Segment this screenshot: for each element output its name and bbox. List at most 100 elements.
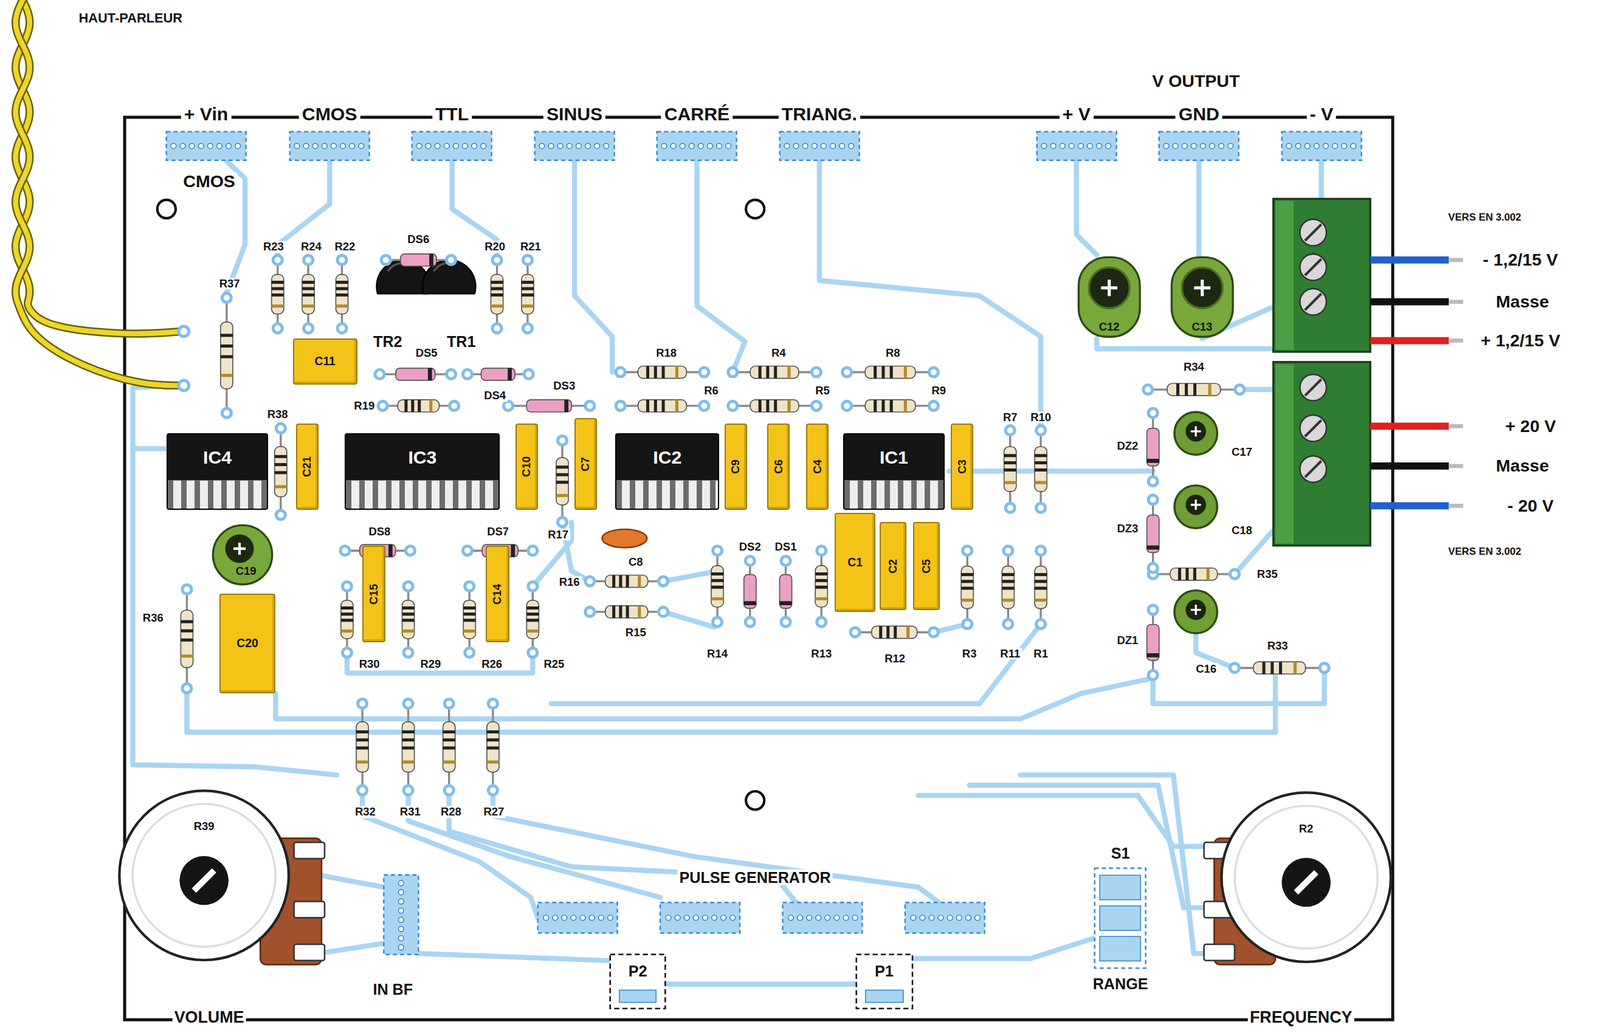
pad-hole	[471, 143, 478, 149]
solder-pad	[1005, 426, 1015, 436]
connector-name: + Vin	[181, 105, 232, 124]
pad-hole	[435, 143, 441, 149]
part-label: TR1	[444, 333, 478, 350]
color-band	[402, 612, 415, 616]
pad-hole	[349, 143, 356, 149]
electrolytic-capacitor	[1174, 590, 1218, 634]
solder-pad	[615, 401, 625, 411]
part-label: R20	[482, 241, 507, 253]
color-band	[356, 730, 369, 734]
part-label: IC2	[652, 448, 682, 467]
part-label: DS6	[405, 234, 432, 246]
solder-pad	[381, 255, 391, 265]
color-band	[491, 287, 504, 291]
wire-tip	[1448, 299, 1463, 304]
diode-symbol	[375, 368, 456, 381]
color-band	[1293, 662, 1297, 675]
part-label: R8	[883, 347, 903, 359]
resistor-symbol	[341, 581, 354, 658]
part-label: R30	[357, 658, 382, 670]
solder-pad	[850, 627, 860, 638]
connector-pad: SINUS	[533, 130, 616, 162]
part-label: R38	[265, 408, 290, 421]
diode-symbol	[462, 368, 534, 381]
connector-pad	[537, 902, 618, 934]
part-label: R6	[702, 384, 721, 397]
polyester-capacitor: C15	[362, 545, 387, 643]
diode-symbol	[744, 556, 757, 627]
color-band	[302, 293, 315, 297]
color-band	[271, 293, 284, 297]
solder-pad	[403, 648, 413, 658]
color-band	[873, 365, 877, 379]
color-band	[556, 480, 569, 484]
pad-hole	[834, 915, 840, 921]
color-band	[402, 629, 415, 633]
solder-pad	[728, 367, 738, 377]
solder-pad	[962, 619, 973, 629]
pad-hole	[1077, 143, 1084, 149]
color-band	[302, 304, 315, 308]
diode-symbol	[503, 400, 594, 413]
color-band	[486, 761, 500, 765]
solder-pad	[1148, 408, 1158, 418]
color-band	[711, 579, 724, 583]
pad-hole	[693, 915, 699, 921]
color-band	[521, 304, 534, 308]
color-band	[220, 373, 233, 377]
pad-hole	[797, 915, 804, 921]
color-band	[618, 606, 622, 619]
color-band	[521, 287, 534, 291]
part-label: R17	[545, 528, 571, 541]
connector-name: - V	[1306, 105, 1337, 124]
terminal-face	[1275, 364, 1294, 544]
polyester-capacitor: C21	[296, 423, 319, 511]
copper-trace	[574, 161, 613, 373]
switch-outline	[1094, 868, 1146, 968]
diode-body	[744, 575, 757, 609]
solder-pad	[337, 255, 347, 265]
color-band	[1270, 662, 1274, 675]
switch-pad	[1099, 906, 1141, 931]
color-band	[526, 618, 539, 622]
color-band	[556, 473, 569, 477]
pad-hole	[670, 143, 676, 149]
resistor-symbol	[1143, 383, 1245, 396]
solder-pad	[462, 369, 472, 379]
part-label: DS3	[551, 379, 577, 392]
color-band	[961, 598, 974, 602]
component-outline	[609, 953, 667, 1010]
color-band	[410, 400, 414, 413]
color-band	[417, 400, 421, 413]
mounting-hole	[745, 791, 765, 810]
color-band	[637, 575, 641, 588]
component-outline	[410, 130, 493, 162]
polyester-capacitor: C5	[913, 522, 940, 610]
solder-pad	[488, 699, 498, 709]
color-band	[402, 618, 415, 622]
part-label: R1	[1031, 648, 1050, 660]
pad-hole	[417, 143, 423, 149]
polyester-capacitor: C1	[834, 513, 876, 613]
cathode-band	[779, 601, 792, 606]
cathode-band	[744, 601, 757, 606]
part-label: C2	[887, 559, 899, 574]
solder-pad	[1035, 426, 1045, 436]
pad-hole	[947, 915, 953, 921]
color-band	[463, 606, 476, 610]
resistor-body	[750, 365, 799, 379]
color-band	[711, 586, 724, 590]
pad-hole	[235, 143, 241, 149]
part-label: R21	[518, 241, 543, 253]
solder-pad	[182, 584, 192, 594]
pad-hole	[793, 143, 799, 149]
solder-pad	[699, 401, 709, 411]
pad-hole	[811, 143, 818, 149]
resistor-body	[961, 566, 974, 610]
resistor-body	[397, 400, 439, 413]
pad-hole	[1209, 143, 1216, 149]
jumper-pad	[865, 990, 903, 1004]
part-label: IC1	[879, 448, 909, 467]
pad-hole	[480, 143, 487, 149]
solder-pad	[272, 324, 283, 334]
